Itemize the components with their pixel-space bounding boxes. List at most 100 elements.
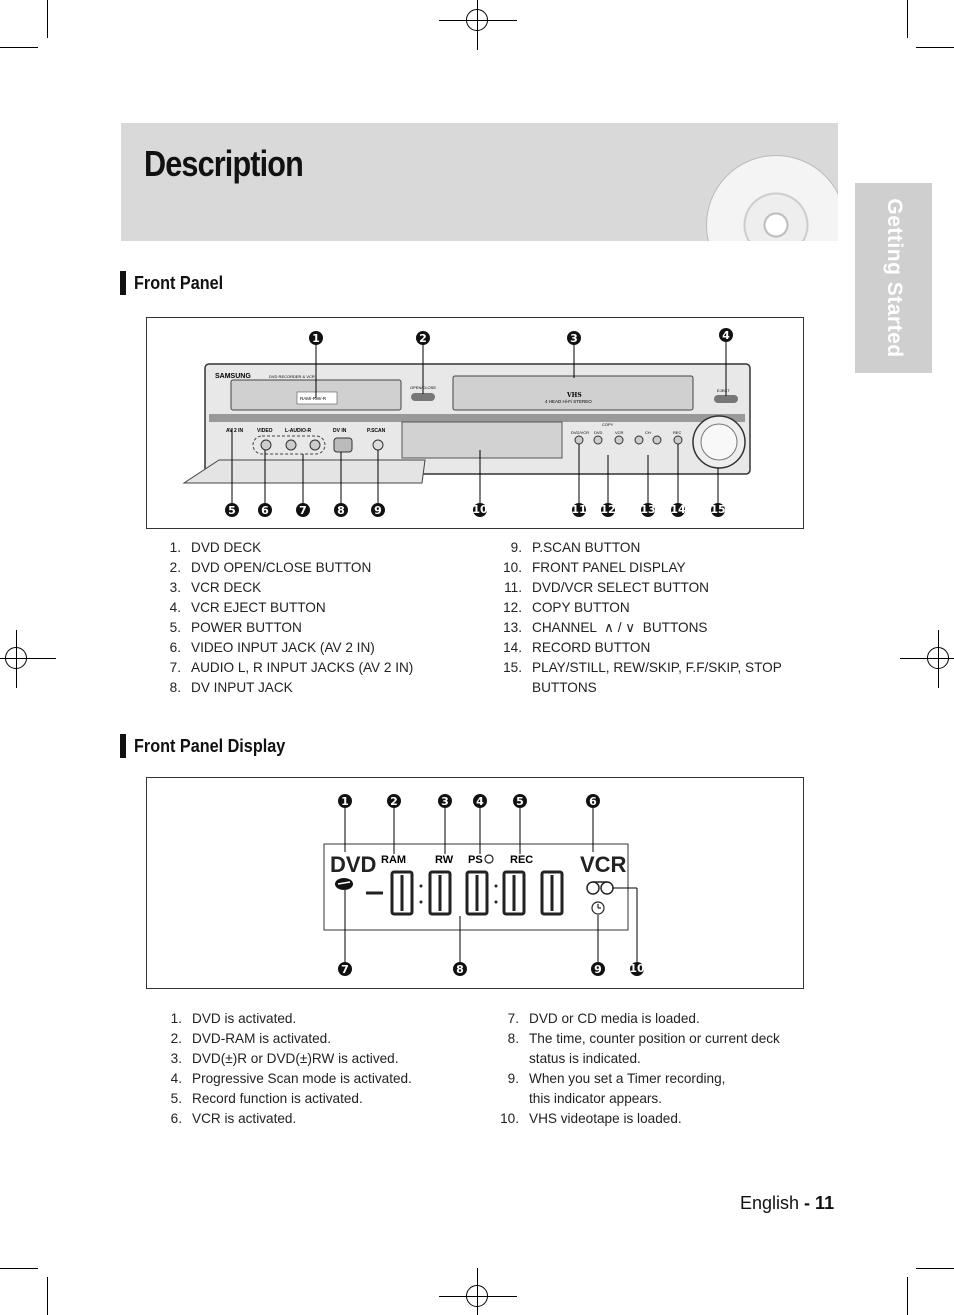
list-item: 5.POWER BUTTON (169, 620, 302, 635)
ram-indicator: RAM (381, 854, 406, 866)
list-item: 5.Record function is activated. (170, 1091, 363, 1106)
svg-text:EJECT: EJECT (717, 388, 730, 393)
dvd-vcr-select-button[interactable] (574, 435, 584, 445)
display-callout-2: 2 (390, 795, 398, 808)
vcr-indicator: VCR (580, 852, 627, 877)
list-item: 8.The time, counter position or current … (507, 1031, 780, 1046)
vcr-eject-button[interactable] (714, 395, 738, 403)
record-button[interactable] (673, 435, 683, 445)
vhs-logo: VHS (566, 392, 582, 399)
page-number: 11 (815, 1193, 835, 1213)
callout-9: 9 (374, 504, 382, 517)
page-footer: English - 11 (740, 1193, 834, 1214)
crop-mark (907, 0, 908, 38)
crop-mark (47, 0, 48, 38)
display-callout-9: 9 (594, 963, 602, 976)
list-item: 7.AUDIO L, R INPUT JACKS (AV 2 IN) (169, 660, 414, 675)
list-item: 7.DVD or CD media is loaded. (507, 1011, 700, 1026)
channel-up-button[interactable] (652, 435, 662, 445)
display-callout-7: 7 (341, 963, 349, 976)
section-heading-front-panel: Front Panel (120, 271, 233, 295)
model-text: DVD RECORDER & VCR (269, 374, 315, 379)
display-callout-3: 3 (441, 795, 449, 808)
dv-input-jack[interactable] (333, 437, 353, 453)
display-callout-8: 8 (456, 963, 464, 976)
heading-bar (120, 271, 126, 295)
list-item: 15.PLAY/STILL, REW/SKIP, F.F/SKIP, STOP (503, 660, 782, 675)
callout-10: 10 (472, 503, 488, 516)
list-item: BUTTONS (532, 680, 597, 695)
front-panel-display-figure: DVD RAM RW PS REC VCR (146, 777, 804, 989)
callout-12: 12 (600, 503, 615, 516)
crop-mark (0, 47, 38, 48)
list-item: 3.DVD(±)R or DVD(±)RW is actived. (170, 1051, 399, 1066)
list-item: 10.VHS videotape is loaded. (500, 1111, 682, 1126)
callout-8: 8 (337, 504, 345, 517)
channel-down-button[interactable] (634, 435, 644, 445)
display-illustration: DVD RAM RW PS REC VCR (323, 794, 645, 976)
dvd-open-close-button[interactable] (411, 393, 435, 401)
list-item: 6.VCR is activated. (170, 1111, 297, 1126)
front-panel-list-left: 1.DVD DECK 2.DVD OPEN/CLOSE BUTTON 3.VCR… (157, 538, 487, 698)
list-item: 6.VIDEO INPUT JACK (AV 2 IN) (169, 640, 375, 655)
audio-l-jack[interactable] (285, 439, 297, 451)
front-panel-figure: SAMSUNG DVD RECORDER & VCR RAM/-RW/-R OP… (146, 317, 804, 529)
svg-text:DVD/VCR: DVD/VCR (571, 430, 589, 435)
segment-digits (366, 870, 564, 916)
front-panel-illustration: SAMSUNG DVD RECORDER & VCR RAM/-RW/-R OP… (182, 328, 751, 517)
list-item: 12.COPY BUTTON (503, 600, 630, 615)
callout-5: 5 (228, 504, 236, 517)
av2in-label: AV 2 IN (226, 428, 244, 434)
video-input-jack[interactable] (260, 439, 272, 451)
rec-indicator: REC (510, 854, 533, 866)
heading-text: Front Panel (134, 272, 224, 293)
callout-11: 11 (571, 503, 586, 516)
display-callout-4: 4 (476, 795, 484, 808)
heading-text: Front Panel Display (134, 735, 286, 756)
svg-text:VCR: VCR (615, 430, 624, 435)
callout-2: 2 (419, 332, 427, 345)
list-item: this indicator appears. (529, 1091, 662, 1106)
callout-6: 6 (261, 504, 269, 517)
display-callout-5: 5 (516, 795, 524, 808)
audio-label: L-AUDIO-R (285, 428, 311, 434)
title-banner: Description (121, 123, 838, 241)
front-panel-display (401, 421, 563, 459)
display-list-left: 1.DVD is activated. 2.DVD-RAM is activat… (158, 1009, 488, 1129)
crop-mark (916, 47, 954, 48)
svg-text:DVD: DVD (594, 430, 603, 435)
callout-1: 1 (312, 332, 320, 345)
video-label: VIDEO (257, 428, 273, 434)
list-item: 2.DVD-RAM is activated. (170, 1031, 331, 1046)
dvd-indicator: DVD (330, 852, 376, 877)
audio-r-jack[interactable] (309, 439, 321, 451)
crop-mark (916, 1268, 954, 1269)
pscan-button[interactable] (372, 439, 384, 451)
svg-text:RAM/-RW/-R: RAM/-RW/-R (300, 396, 327, 401)
registration-mark (0, 630, 56, 688)
pscan-label: P.SCAN (367, 428, 386, 434)
rw-indicator: RW (435, 854, 454, 866)
display-callout-6: 6 (589, 795, 597, 808)
list-item: status is indicated. (529, 1051, 641, 1066)
list-item: 3.VCR DECK (169, 580, 262, 595)
callout-7: 7 (299, 504, 307, 517)
copy-vcr-button[interactable] (614, 435, 624, 445)
timer-icon (591, 901, 605, 915)
callout-badges: 1 2 3 4 5 6 7 8 9 10 11 12 13 14 15 (225, 328, 733, 517)
registration-mark (439, 1268, 517, 1315)
list-item: 14.RECORD BUTTON (503, 640, 651, 655)
display-callout-1: 1 (341, 795, 349, 808)
list-item: 8.DV INPUT JACK (169, 680, 293, 695)
list-item: 1.DVD is activated. (170, 1011, 297, 1026)
list-item: 13.CHANNEL ∧ / ∨ BUTTONS (503, 620, 708, 635)
list-item: 4.VCR EJECT BUTTON (169, 600, 326, 615)
footer-language: English (740, 1193, 800, 1213)
ram-logo (296, 391, 338, 405)
copy-dvd-button[interactable] (593, 435, 603, 445)
footer-separator: - (799, 1193, 816, 1213)
dvin-label: DV IN (333, 428, 347, 434)
crop-mark (0, 1268, 38, 1269)
brand-logo: SAMSUNG (215, 373, 251, 380)
front-panel-list-right: 9.P.SCAN BUTTON 10.FRONT PANEL DISPLAY 1… (498, 538, 818, 698)
